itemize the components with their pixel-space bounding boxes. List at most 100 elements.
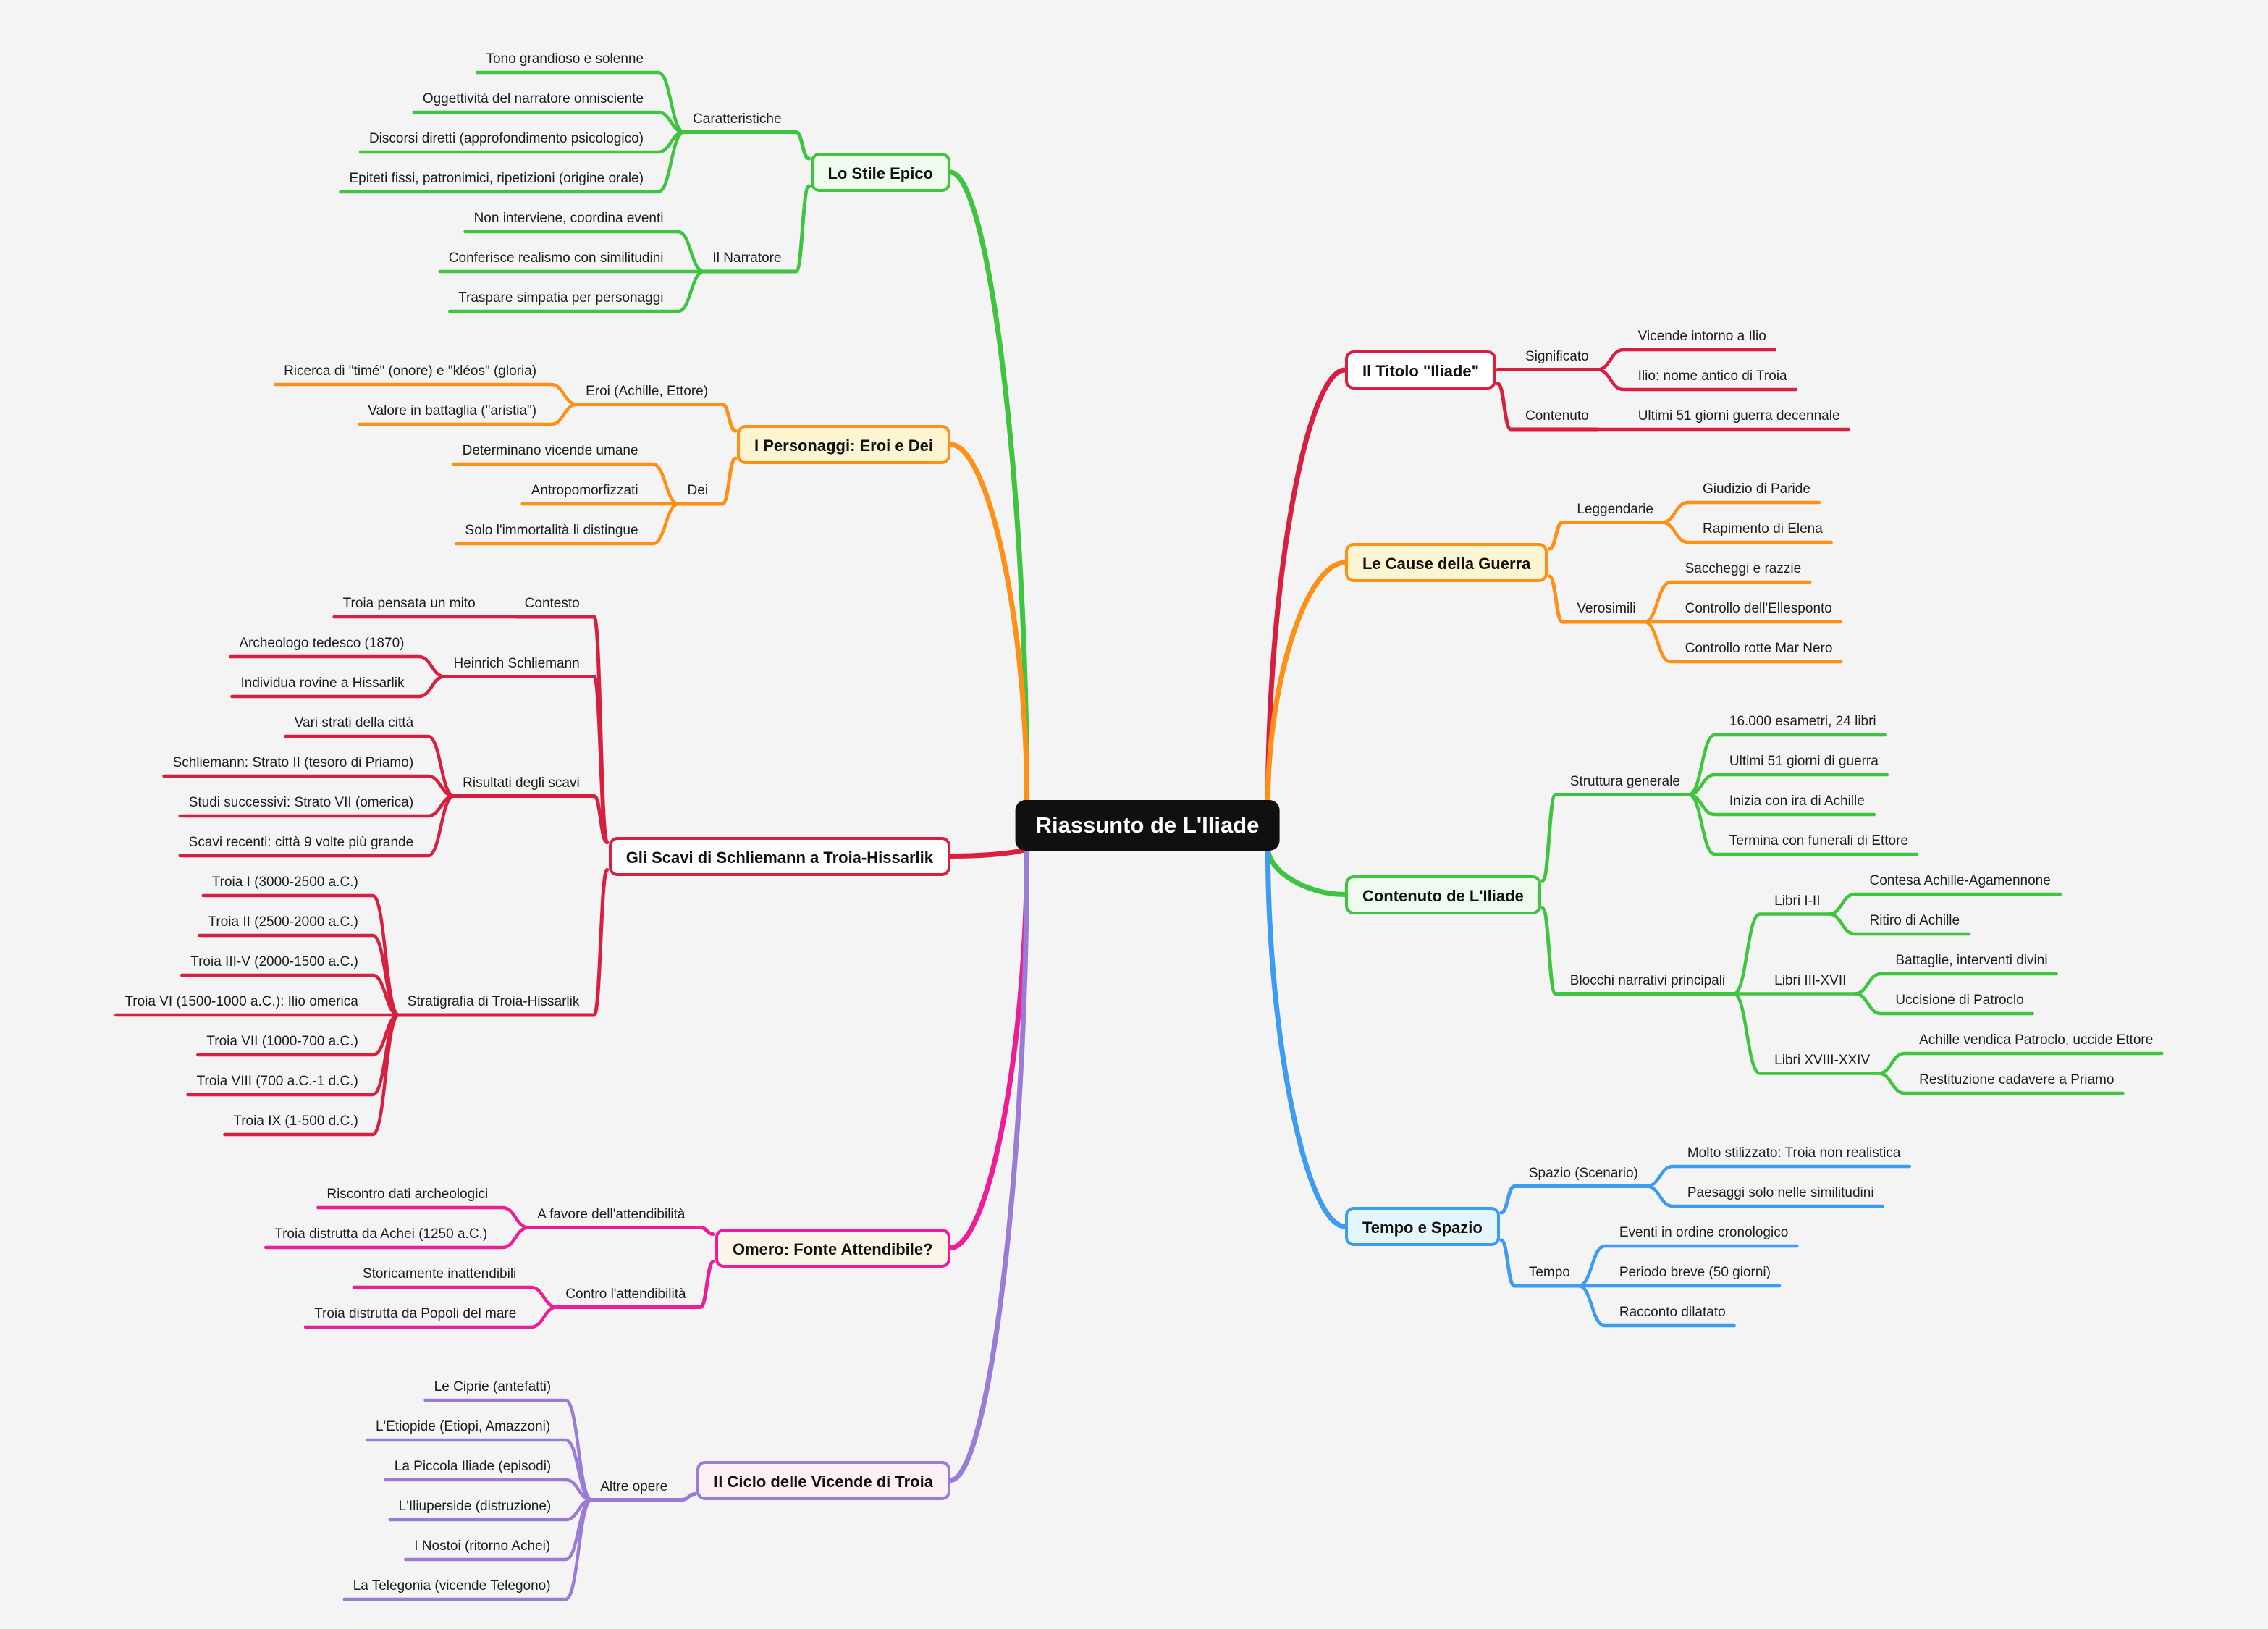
node-troia-vi-1500-1000-a-c-ilio-omerica[interactable]: Troia VI (1500-1000 a.C.): Ilio omerica bbox=[125, 994, 358, 1009]
node-la-piccola-iliade-episodi[interactable]: La Piccola Iliade (episodi) bbox=[394, 1459, 552, 1474]
edge bbox=[948, 845, 1030, 859]
branch-i-personaggi-eroi-e-dei[interactable]: I Personaggi: Eroi e Dei bbox=[737, 425, 950, 464]
node-contesto[interactable]: Contesto bbox=[524, 596, 580, 611]
node-storicamente-inattendibili[interactable]: Storicamente inattendibili bbox=[362, 1266, 517, 1281]
node-schliemann-strato-ii-tesoro-di-priamo[interactable]: Schliemann: Strato II (tesoro di Priamo) bbox=[172, 755, 414, 770]
node-controllo-rotte-mar-nero[interactable]: Controllo rotte Mar Nero bbox=[1685, 641, 1833, 656]
node-l-iliuperside-distruzione[interactable]: L'Iliuperside (distruzione) bbox=[398, 1499, 552, 1514]
node-altre-opere[interactable]: Altre opere bbox=[600, 1478, 668, 1494]
node-conferisce-realismo-con-similitudini[interactable]: Conferisce realismo con similitudini bbox=[448, 251, 664, 266]
node-discorsi-diretti-approfondimento-psicologi[interactable]: Discorsi diretti (approfondimento psicol… bbox=[368, 131, 644, 146]
node-vicende-intorno-a-ilio[interactable]: Vicende intorno a Ilio bbox=[1637, 329, 1766, 344]
node-troia-pensata-un-mito[interactable]: Troia pensata un mito bbox=[342, 596, 476, 611]
node-troia-iii-v-2000-1500-a-c[interactable]: Troia III-V (2000-1500 a.C.) bbox=[190, 954, 358, 969]
node-verosimili[interactable]: Verosimili bbox=[1577, 601, 1636, 616]
edge bbox=[1687, 733, 1887, 796]
node-troia-distrutta-da-popoli-del-mare[interactable]: Troia distrutta da Popoli del mare bbox=[314, 1306, 517, 1321]
edge bbox=[447, 269, 706, 313]
node-valore-in-battaglia-aristia[interactable]: Valore in battaglia ("aristia") bbox=[368, 403, 537, 418]
node-libri-i-ii[interactable]: Libri I-II bbox=[1774, 893, 1821, 909]
node-individua-rovine-a-hissarlik[interactable]: Individua rovine a Hissarlik bbox=[240, 675, 405, 691]
node-battaglie-interventi-divini[interactable]: Battaglie, interventi divini bbox=[1895, 953, 2048, 968]
edge bbox=[589, 1492, 697, 1502]
node-spazio-scenario[interactable]: Spazio (Scenario) bbox=[1528, 1165, 1638, 1181]
node-traspare-simpatia-per-personaggi[interactable]: Traspare simpatia per personaggi bbox=[458, 290, 664, 306]
node-vari-strati-della-citta[interactable]: Vari strati della città bbox=[294, 715, 414, 731]
node-16-000-esametri-24-libri[interactable]: 16.000 esametri, 24 libri bbox=[1729, 714, 1876, 729]
node-uccisione-di-patroclo[interactable]: Uccisione di Patroclo bbox=[1895, 993, 2024, 1008]
node-a-favore-dell-attendibilita[interactable]: A favore dell'attendibilità bbox=[537, 1206, 686, 1222]
branch-contenuto-de-l-iliade[interactable]: Contenuto de L'Iliade bbox=[1345, 875, 1541, 914]
node-i-nostoi-ritorno-achei[interactable]: I Nostoi (ritorno Achei) bbox=[414, 1538, 551, 1554]
node-troia-viii-700-a-c-1-d-c[interactable]: Troia VIII (700 a.C.-1 d.C.) bbox=[196, 1074, 358, 1089]
node-ilio-nome-antico-di-troia[interactable]: Ilio: nome antico di Troia bbox=[1637, 369, 1787, 384]
node-libri-iii-xvii[interactable]: Libri III-XVII bbox=[1774, 972, 1847, 988]
node-non-interviene-coordina-eventi[interactable]: Non interviene, coordina eventi bbox=[473, 211, 664, 226]
node-achille-vendica-patroclo-uccide-ettore[interactable]: Achille vendica Patroclo, uccide Ettore bbox=[1919, 1032, 2154, 1048]
branch-tempo-e-spazio[interactable]: Tempo e Spazio bbox=[1345, 1207, 1500, 1246]
node-restituzione-cadavere-a-priamo[interactable]: Restituzione cadavere a Priamo bbox=[1919, 1072, 2115, 1087]
node-risultati-degli-scavi[interactable]: Risultati degli scavi bbox=[463, 775, 580, 791]
node-blocchi-narrativi-principali[interactable]: Blocchi narrativi principali bbox=[1569, 972, 1726, 988]
branch-lo-stile-epico[interactable]: Lo Stile Epico bbox=[810, 153, 950, 192]
node-caratteristiche[interactable]: Caratteristiche bbox=[693, 111, 782, 127]
node-struttura-generale[interactable]: Struttura generale bbox=[1569, 773, 1680, 789]
node-riscontro-dati-archeologici[interactable]: Riscontro dati archeologici bbox=[326, 1187, 489, 1202]
node-antropomorfizzati[interactable]: Antropomorfizzati bbox=[531, 483, 638, 498]
node-eroi-achille-ettore[interactable]: Eroi (Achille, Ettore) bbox=[586, 383, 709, 399]
node-ritiro-di-achille[interactable]: Ritiro di Achille bbox=[1869, 913, 1960, 928]
node-stratigrafia-di-troia-hissarlik[interactable]: Stratigrafia di Troia-Hissarlik bbox=[407, 994, 580, 1009]
node-l-etiopide-etiopi-amazzoni[interactable]: L'Etiopide (Etiopi, Amazzoni) bbox=[375, 1419, 551, 1434]
node-tono-grandioso-e-solenne[interactable]: Tono grandioso e solenne bbox=[486, 51, 644, 67]
node-molto-stilizzato-troia-non-realistica[interactable]: Molto stilizzato: Troia non realistica bbox=[1687, 1145, 1901, 1161]
node-le-ciprie-antefatti[interactable]: Le Ciprie (antefatti) bbox=[434, 1379, 552, 1394]
central-topic-label: Riassunto de L'Iliade bbox=[1035, 812, 1260, 838]
branch-le-cause-della-guerra[interactable]: Le Cause della Guerra bbox=[1345, 543, 1548, 582]
node-libri-xviii-xxiv[interactable]: Libri XVIII-XXIV bbox=[1774, 1052, 1871, 1068]
branch-il-ciclo-delle-vicende-di-troia[interactable]: Il Ciclo delle Vicende di Troia bbox=[696, 1460, 950, 1500]
node-significato[interactable]: Significato bbox=[1525, 348, 1589, 364]
branch-il-titolo-iliade[interactable]: Il Titolo "Iliade" bbox=[1345, 350, 1497, 390]
node-paesaggi-solo-nelle-similitudini[interactable]: Paesaggi solo nelle similitudini bbox=[1687, 1185, 1874, 1200]
node-scavi-recenti-citta-9-volte-piu-grande[interactable]: Scavi recenti: città 9 volte più grande bbox=[188, 835, 414, 850]
node-contenuto[interactable]: Contenuto bbox=[1525, 408, 1589, 424]
node-ultimi-51-giorni-di-guerra[interactable]: Ultimi 51 giorni di guerra bbox=[1729, 754, 1879, 769]
node-troia-vii-1000-700-a-c[interactable]: Troia VII (1000-700 a.C.) bbox=[206, 1034, 358, 1049]
node-tempo[interactable]: Tempo bbox=[1528, 1265, 1570, 1280]
branch-gli-scavi-di-schliemann-a-troia-hissarlik[interactable]: Gli Scavi di Schliemann a Troia-Hissarli… bbox=[608, 836, 950, 876]
node-rapimento-di-elena[interactable]: Rapimento di Elena bbox=[1702, 521, 1823, 536]
node-ultimi-51-giorni-guerra-decennale[interactable]: Ultimi 51 giorni guerra decennale bbox=[1637, 408, 1840, 424]
node-troia-ix-1-500-d-c[interactable]: Troia IX (1-500 d.C.) bbox=[233, 1114, 358, 1129]
node-eventi-in-ordine-cronologico[interactable]: Eventi in ordine cronologico bbox=[1619, 1225, 1789, 1240]
node-troia-distrutta-da-achei-1250-a-c[interactable]: Troia distrutta da Achei (1250 a.C.) bbox=[274, 1226, 488, 1242]
node-controllo-dell-ellesponto[interactable]: Controllo dell'Ellesponto bbox=[1685, 601, 1832, 616]
node-determinano-vicende-umane[interactable]: Determinano vicende umane bbox=[462, 443, 638, 458]
node-ricerca-di-time-onore-e-kleos-gloria[interactable]: Ricerca di "timé" (onore) e "kléos" (glo… bbox=[284, 363, 537, 379]
node-contesa-achille-agamennone[interactable]: Contesa Achille-Agamennone bbox=[1869, 873, 2051, 888]
node-dei[interactable]: Dei bbox=[687, 483, 709, 498]
node-troia-ii-2500-2000-a-c[interactable]: Troia II (2500-2000 a.C.) bbox=[208, 914, 358, 930]
node-contro-l-attendibilita[interactable]: Contro l'attendibilità bbox=[565, 1286, 686, 1302]
node-termina-con-funerali-di-ettore[interactable]: Termina con funerali di Ettore bbox=[1729, 833, 1908, 849]
central-topic[interactable]: Riassunto de L'Iliade bbox=[1015, 800, 1280, 851]
edge bbox=[442, 675, 610, 844]
node-inizia-con-ira-di-achille[interactable]: Inizia con ira di Achille bbox=[1729, 794, 1865, 809]
node-giudizio-di-paride[interactable]: Giudizio di Paride bbox=[1702, 481, 1810, 497]
node-archeologo-tedesco-1870[interactable]: Archeologo tedesco (1870) bbox=[239, 636, 405, 651]
node-epiteti-fissi-patronimici-ripetizioni-orig[interactable]: Epiteti fissi, patronimici, ripetizioni … bbox=[349, 171, 644, 186]
node-troia-i-3000-2500-a-c[interactable]: Troia I (3000-2500 a.C.) bbox=[211, 875, 358, 890]
node-saccheggi-e-razzie[interactable]: Saccheggi e razzie bbox=[1685, 561, 1802, 576]
node-heinrich-schliemann[interactable]: Heinrich Schliemann bbox=[453, 655, 580, 671]
node-il-narratore[interactable]: Il Narratore bbox=[712, 251, 782, 266]
node-solo-l-immortalita-li-distingue[interactable]: Solo l'immortalità li distingue bbox=[465, 523, 638, 538]
edge bbox=[1660, 521, 1834, 544]
node-studi-successivi-strato-vii-omerica[interactable]: Studi successivi: Strato VII (omerica) bbox=[188, 795, 414, 810]
node-oggettivita-del-narratore-onnisciente[interactable]: Oggettività del narratore onnisciente bbox=[422, 91, 644, 106]
node-leggendarie[interactable]: Leggendarie bbox=[1577, 501, 1653, 517]
node-la-telegonia-vicende-telegono[interactable]: La Telegonia (vicende Telegono) bbox=[353, 1578, 551, 1594]
edge bbox=[1547, 521, 1664, 551]
node-periodo-breve-50-giorni[interactable]: Periodo breve (50 giorni) bbox=[1619, 1265, 1771, 1280]
node-racconto-dilatato[interactable]: Racconto dilatato bbox=[1619, 1305, 1726, 1320]
branch-omero-fonte-attendibile[interactable]: Omero: Fonte Attendibile? bbox=[714, 1228, 950, 1268]
